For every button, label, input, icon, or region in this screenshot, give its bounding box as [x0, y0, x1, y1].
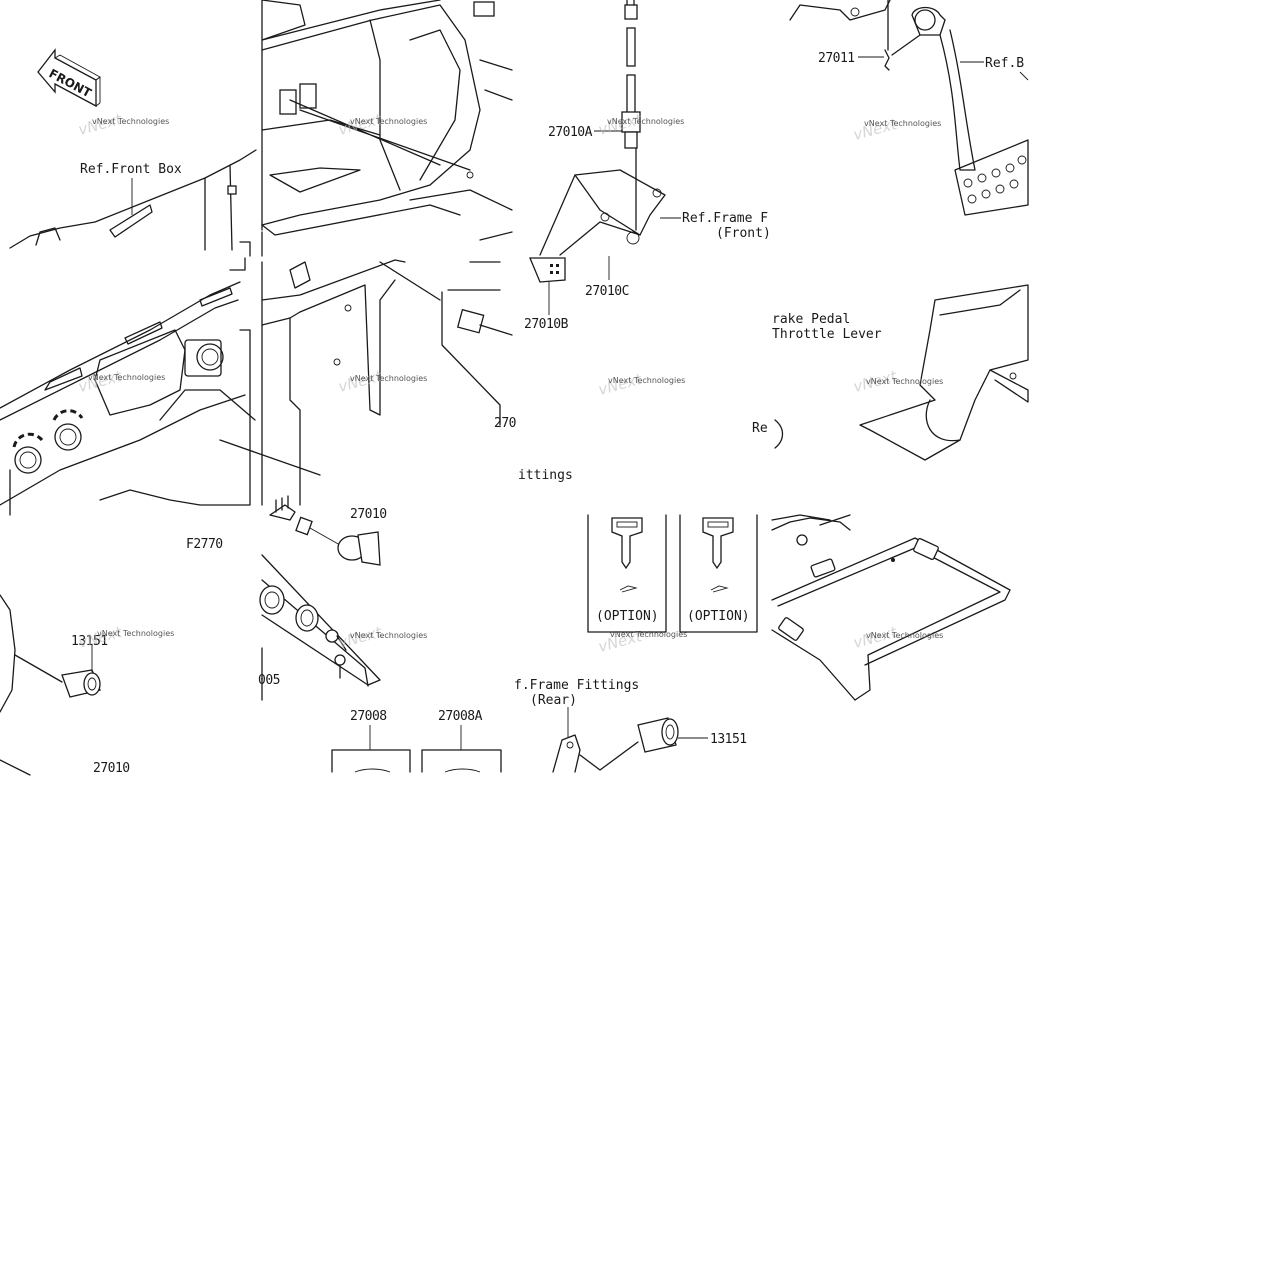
- label-ref-frame-front-2: (Front): [716, 226, 771, 241]
- label-frame-fittings-rear-1: f.Frame Fittings: [514, 678, 639, 693]
- watermark-4: vNext Technologies: [864, 119, 941, 128]
- socket-13151-left: [0, 594, 101, 713]
- watermark-7: vNext Technologies: [608, 376, 685, 385]
- connector-27010b: [529, 257, 566, 315]
- partial-part-edge: [774, 419, 784, 449]
- part-27010b: 27010B: [524, 317, 569, 332]
- option-label-1: (OPTION): [596, 609, 659, 624]
- frame-bracket-front: [539, 147, 666, 256]
- part-13151-left: 13151: [71, 634, 108, 649]
- key-boxes-27008: [331, 725, 502, 773]
- watermark-10: vNext Technologies: [350, 631, 427, 640]
- stop-switch-27010a: [621, 0, 641, 149]
- dash-sockets-sketch: [0, 257, 321, 516]
- pedal-studs: [963, 155, 1027, 204]
- label-re-partial: Re: [752, 421, 768, 436]
- label-fittings-partial: ittings: [518, 468, 573, 483]
- part-27008a: 27008A: [438, 709, 483, 724]
- watermark-11: vNext Technologies: [610, 630, 687, 639]
- front-box-sketch: [9, 149, 257, 257]
- option-key-box-2: [679, 514, 758, 633]
- label-throttle-lever: Throttle Lever: [772, 327, 882, 342]
- watermark-9: vNext Technologies: [97, 629, 174, 638]
- storage-tray-sketch: [771, 514, 1011, 701]
- part-270-partial: 270: [494, 416, 516, 431]
- dashboard-panel-sketch: [261, 0, 513, 257]
- brake-pedal-sketch: [789, 0, 1029, 216]
- ignition-switch-assembly: [259, 495, 381, 701]
- part-27010c: 27010C: [585, 284, 629, 299]
- partial-wire-left: [0, 759, 31, 776]
- part-27011: 27011: [818, 51, 855, 66]
- part-13151-right: 13151: [710, 732, 747, 747]
- part-27010a: 27010A: [548, 125, 593, 140]
- watermark-3: vNext Technologies: [607, 117, 684, 126]
- part-27010-partial: 27010: [93, 761, 130, 776]
- watermark-2: vNext Technologies: [350, 117, 427, 126]
- label-ref-brake-partial: Ref.B: [985, 56, 1024, 71]
- front-direction-arrow: FRONT: [37, 48, 101, 108]
- part-27010-top-partial: 27010: [350, 507, 387, 522]
- code-f2770: F2770: [186, 537, 223, 552]
- floor-frame-sketch: [859, 284, 1029, 461]
- option-key-box-1: [587, 514, 667, 633]
- watermark-8: vNext Technologies: [866, 377, 943, 386]
- watermark-6: vNext Technologies: [350, 374, 427, 383]
- label-ref-front-box: Ref.Front Box: [80, 162, 182, 177]
- watermark-1: vNext Technologies: [92, 117, 169, 126]
- socket-13151-right: [552, 707, 708, 773]
- part-005-partial: 005: [258, 673, 280, 688]
- center-bracket-sketch: [261, 259, 513, 506]
- option-label-2: (OPTION): [687, 609, 750, 624]
- label-ref-frame-front-1: Ref.Frame F: [682, 211, 768, 226]
- label-brake-pedal: rake Pedal: [772, 312, 850, 327]
- part-27008: 27008: [350, 709, 387, 724]
- watermark-5: vNext Technologies: [88, 373, 165, 382]
- label-frame-fittings-rear-2: (Rear): [530, 693, 577, 708]
- watermark-12: vNext Technologies: [866, 631, 943, 640]
